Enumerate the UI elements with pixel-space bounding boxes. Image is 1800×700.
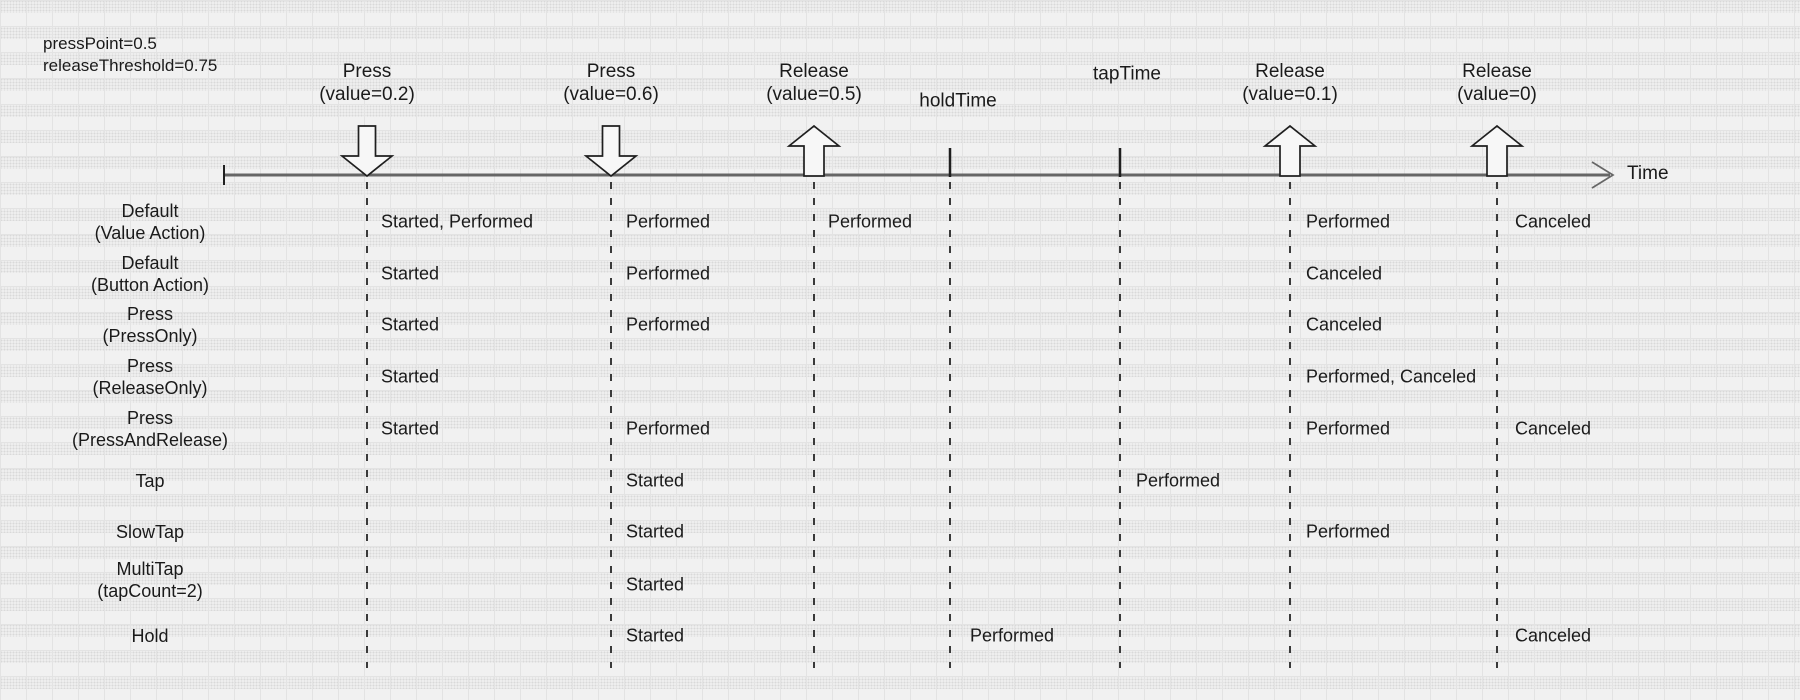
event-label-holdTime: holdTime: [919, 90, 997, 112]
state-2-press1: Started: [381, 263, 440, 284]
state-2-press2: Performed: [626, 263, 711, 284]
config-release-threshold: releaseThreshold=0.75: [43, 56, 218, 75]
row-label-5: Press(PressAndRelease): [71, 408, 229, 450]
row-label-8: MultiTap(tapCount=2): [97, 559, 203, 601]
row-label-2: Default(Button Action): [90, 253, 210, 295]
state-3-press2: Performed: [626, 314, 711, 335]
event-label-press2: Press(value=0.6): [563, 61, 659, 105]
config-note: pressPoint=0.5 releaseThreshold=0.75: [43, 33, 217, 77]
release-up-arrow-icon: [1262, 124, 1318, 177]
state-5-release3: Canceled: [1515, 418, 1592, 439]
config-press-point: pressPoint=0.5: [43, 34, 157, 53]
state-6-tapTime: Performed: [1136, 470, 1221, 491]
release-up-arrow-icon: [786, 124, 842, 177]
row-label-3: Press(PressOnly): [102, 304, 198, 346]
state-1-press2: Performed: [626, 211, 711, 232]
state-5-press1: Started: [381, 418, 440, 439]
state-5-press2: Performed: [626, 418, 711, 439]
state-5-release2: Performed: [1306, 418, 1391, 439]
state-6-press2: Started: [626, 470, 685, 491]
state-4-press1: Started: [381, 366, 440, 387]
state-1-press1: Started, Performed: [381, 211, 534, 232]
state-9-release3: Canceled: [1515, 625, 1592, 646]
event-label-release3: Release(value=0): [1457, 61, 1537, 105]
state-3-press1: Started: [381, 314, 440, 335]
state-2-release2: Canceled: [1306, 263, 1383, 284]
time-axis-label: Time: [1627, 163, 1669, 184]
time-axis-arrowhead-icon: [1591, 161, 1615, 189]
row-label-6: Tap: [135, 471, 165, 491]
state-1-release2: Performed: [1306, 211, 1391, 232]
press-down-arrow-icon: [583, 125, 639, 178]
state-9-press2: Started: [626, 625, 685, 646]
event-label-release1: Release(value=0.5): [766, 61, 862, 105]
event-label-tapTime: tapTime: [1093, 63, 1161, 85]
state-9-holdTime: Performed: [970, 625, 1055, 646]
row-label-4: Press(ReleaseOnly): [92, 356, 208, 398]
state-1-release1: Performed: [828, 211, 913, 232]
row-label-9: Hold: [131, 626, 169, 646]
state-1-release3: Canceled: [1515, 211, 1592, 232]
press-down-arrow-icon: [339, 125, 395, 178]
row-label-1: Default(Value Action): [94, 201, 206, 243]
state-3-release2: Canceled: [1306, 314, 1383, 335]
state-8-press2: Started: [626, 574, 685, 595]
state-4-release2: Performed, Canceled: [1306, 366, 1477, 387]
release-up-arrow-icon: [1469, 124, 1525, 177]
event-label-press1: Press(value=0.2): [319, 61, 415, 105]
state-7-press2: Started: [626, 521, 685, 542]
row-label-7: SlowTap: [115, 522, 185, 542]
event-label-release2: Release(value=0.1): [1242, 61, 1338, 105]
state-7-release2: Performed: [1306, 521, 1391, 542]
